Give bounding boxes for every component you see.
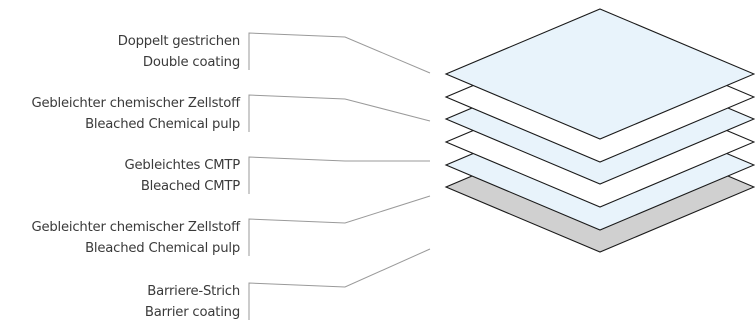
layer-label-2-en: Bleached Chemical pulp: [85, 117, 240, 132]
layer-label-4: Gebleichter chemischer Zellstoff Bleache…: [0, 217, 240, 259]
layer-label-2: Gebleichter chemischer Zellstoff Bleache…: [0, 93, 240, 135]
leader-line-2: [248, 94, 431, 132]
layer-label-5: Barriere-Strich Barrier coating: [0, 281, 240, 323]
layer-label-1-en: Double coating: [142, 55, 240, 70]
layer-sheet-1: [444, 8, 755, 140]
layer-label-5-de: Barriere-Strich: [147, 284, 240, 299]
layer-label-4-en: Bleached Chemical pulp: [85, 241, 240, 256]
layer-label-4-de: Gebleichter chemischer Zellstoff: [31, 220, 240, 235]
layer-label-5-en: Barrier coating: [144, 305, 240, 320]
layer-label-1: Doppelt gestrichen Double coating: [0, 31, 240, 73]
leader-line-4: [248, 195, 431, 256]
layer-label-3: Gebleichtes CMTP Bleached CMTP: [0, 155, 241, 197]
layer-label-2-de: Gebleichter chemischer Zellstoff: [31, 96, 240, 111]
layer-label-1-de: Doppelt gestrichen: [117, 34, 240, 49]
leader-line-3: [248, 156, 430, 194]
leader-line-1: [248, 32, 431, 74]
layer-label-3-en: Bleached CMTP: [140, 179, 240, 194]
leader-line-5: [248, 248, 431, 320]
layer-label-3-de: Gebleichtes CMTP: [124, 158, 241, 173]
